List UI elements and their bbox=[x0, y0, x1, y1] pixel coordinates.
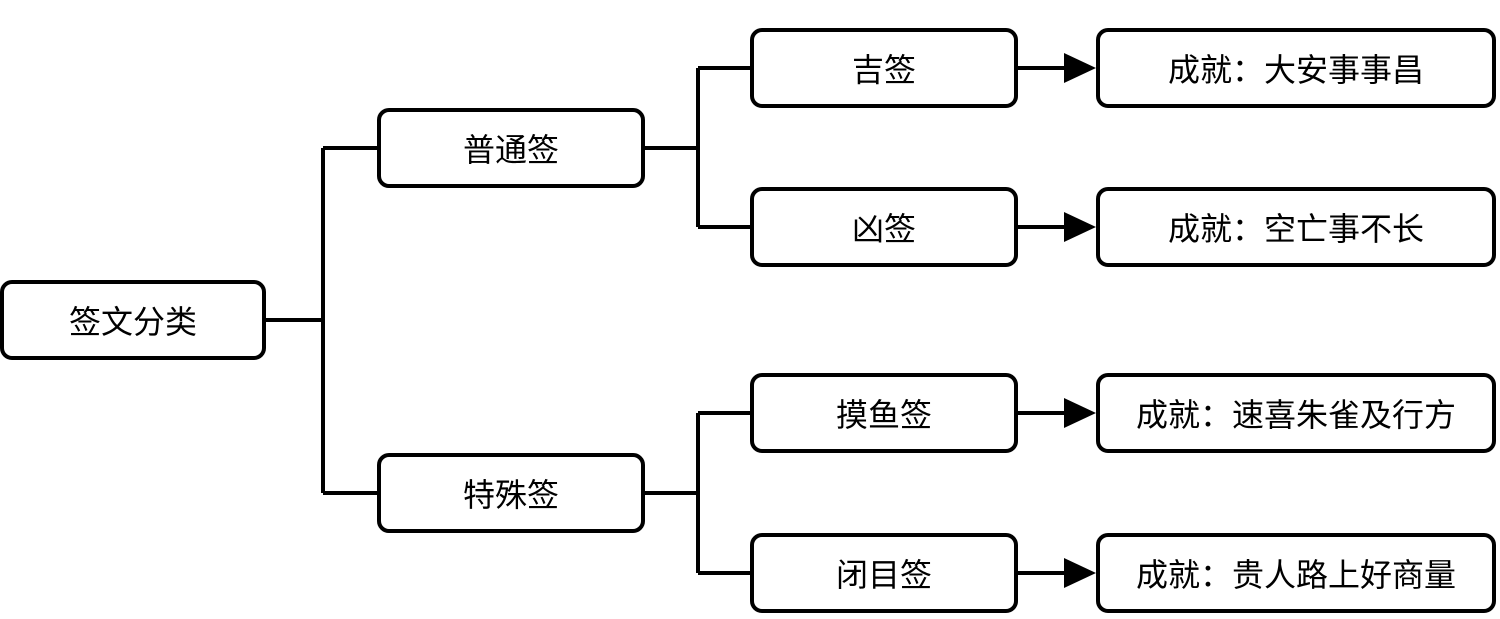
result-node-label: 成就：大安事事昌 bbox=[1167, 51, 1424, 89]
result-node-eyes-closed: 成就：贵人路上好商量 bbox=[1096, 533, 1496, 613]
category-node-regular: 普通签 bbox=[377, 108, 645, 188]
connector-category-2-to-items bbox=[645, 411, 750, 575]
result-node-slack: 成就：速喜朱雀及行方 bbox=[1096, 373, 1496, 453]
connector-category-1-to-items bbox=[645, 66, 750, 229]
category-node-special: 特殊签 bbox=[377, 453, 645, 533]
root-node: 签文分类 bbox=[0, 280, 266, 360]
result-node-bad: 成就：空亡事不长 bbox=[1096, 187, 1496, 267]
item-node-bad: 凶签 bbox=[750, 187, 1018, 267]
root-node-label: 签文分类 bbox=[68, 303, 197, 341]
result-node-label: 成就：空亡事不长 bbox=[1167, 210, 1424, 248]
category-node-label: 特殊签 bbox=[462, 476, 559, 514]
result-node-label: 成就：速喜朱雀及行方 bbox=[1135, 396, 1456, 434]
arrow-2 bbox=[1018, 212, 1096, 242]
item-node-label: 摸鱼签 bbox=[835, 396, 932, 434]
arrow-4 bbox=[1018, 558, 1096, 588]
arrow-1 bbox=[1018, 53, 1096, 83]
item-node-label: 吉签 bbox=[851, 51, 916, 89]
item-node-eyes-closed: 闭目签 bbox=[750, 533, 1018, 613]
item-node-slack: 摸鱼签 bbox=[750, 373, 1018, 453]
result-node-good: 成就：大安事事昌 bbox=[1096, 28, 1496, 108]
item-node-label: 闭目签 bbox=[835, 556, 932, 594]
arrow-3 bbox=[1018, 398, 1096, 428]
item-node-label: 凶签 bbox=[851, 210, 916, 248]
connector-root-to-categories bbox=[266, 146, 377, 495]
result-node-label: 成就：贵人路上好商量 bbox=[1135, 556, 1456, 594]
category-node-label: 普通签 bbox=[462, 131, 559, 169]
item-node-good: 吉签 bbox=[750, 28, 1018, 108]
